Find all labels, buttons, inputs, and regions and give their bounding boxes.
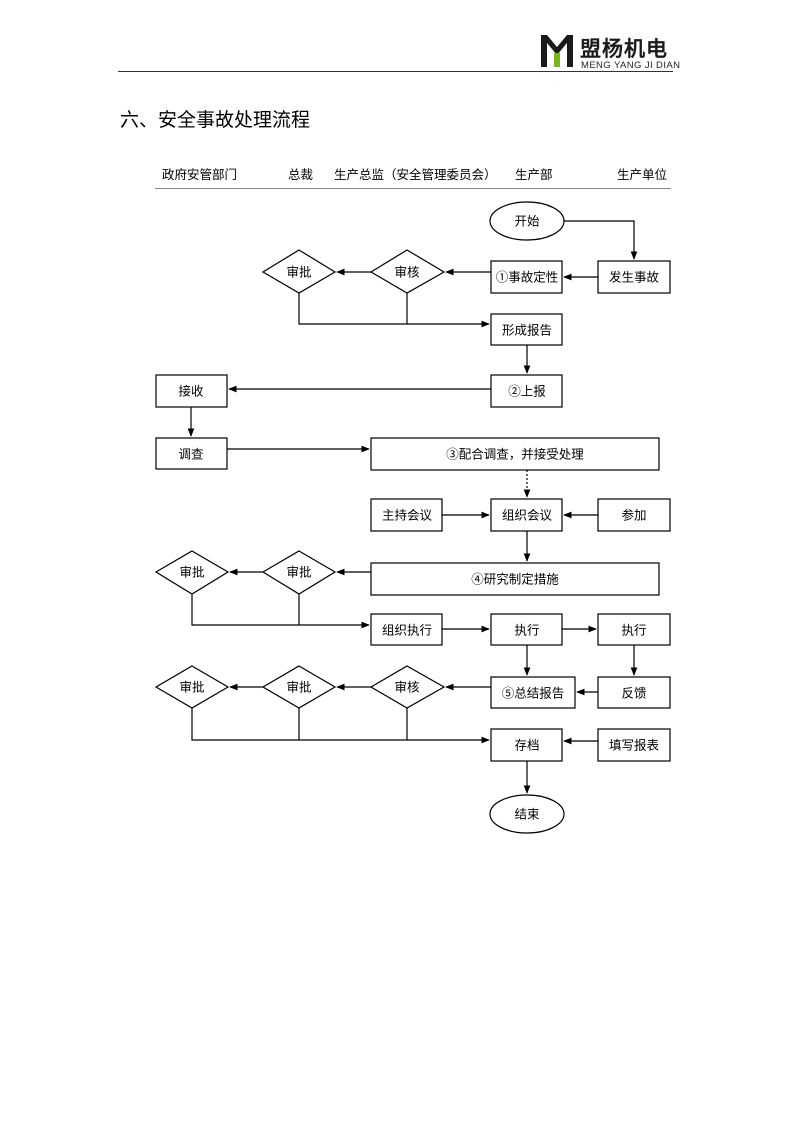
node-approve-3b-label: 审批	[286, 680, 311, 695]
node-archive-label: 存档	[514, 738, 539, 753]
node-attend-label: 参加	[621, 508, 646, 523]
node-org-execute	[370, 613, 443, 646]
lane-header-production-unit: 生产单位	[617, 167, 668, 182]
node-accident-label: 发生事故	[609, 270, 660, 285]
node-org-meeting	[490, 498, 563, 532]
node-summary	[490, 676, 576, 709]
node-archive	[490, 728, 563, 762]
node-approve-1-label: 审批	[286, 265, 311, 280]
node-execute-unit-label: 执行	[621, 623, 646, 638]
node-determine	[490, 260, 563, 294]
node-receive-label: 接收	[178, 384, 204, 399]
node-start-label: 开始	[514, 214, 540, 229]
logo-brand-name: 盟杨机电	[580, 37, 668, 61]
node-end-label: 结束	[514, 807, 540, 822]
node-feedback	[597, 676, 671, 709]
node-determine-label: ①事故定性	[496, 270, 559, 285]
lane-header-production-director: 生产总监（安全管理委员会）	[334, 167, 497, 182]
lane-header-production-dept: 生产部	[515, 167, 553, 182]
node-investigate-label: 调查	[178, 447, 204, 462]
node-fill-form	[597, 728, 671, 762]
node-org-execute-label: 组织执行	[382, 623, 432, 638]
node-review-1-label: 审核	[394, 265, 420, 280]
lane-header-divider	[155, 188, 671, 189]
page-title: 六、安全事故处理流程	[120, 109, 311, 131]
node-summary-label: ⑤总结报告	[502, 686, 565, 701]
edge-approve2a-orgexecute	[191, 594, 370, 629]
node-investigate	[155, 437, 228, 470]
edge-start-accident	[564, 220, 638, 260]
node-report-form-label: 形成报告	[502, 323, 552, 338]
node-execute-dept	[490, 613, 563, 646]
node-report-form	[490, 313, 563, 346]
node-approve-2b-label: 审批	[286, 565, 311, 580]
node-end	[489, 794, 565, 834]
node-approve-3a-label: 审批	[179, 680, 204, 695]
node-measures-label: ④研究制定措施	[471, 572, 559, 587]
node-review-3-label: 审核	[394, 680, 420, 695]
node-accident	[597, 260, 671, 294]
node-feedback-label: 反馈	[621, 686, 646, 701]
my-logo-mark	[541, 35, 573, 67]
edge-approve3a-archive	[191, 708, 490, 744]
node-host-meeting-label: 主持会议	[382, 508, 433, 523]
header-divider	[118, 71, 673, 72]
lane-header-president: 总裁	[288, 167, 314, 182]
node-org-meeting-label: 组织会议	[502, 508, 553, 523]
node-host-meeting	[370, 498, 443, 532]
node-approve-2a-label: 审批	[179, 565, 204, 580]
logo-brand-pinyin: MENG YANG JI DIAN	[581, 60, 681, 71]
node-execute-dept-label: 执行	[514, 623, 539, 638]
node-cooperate	[370, 437, 660, 471]
node-fill-form-label: 填写报表	[609, 738, 660, 753]
node-measures	[370, 562, 660, 596]
edge-approve1-report	[298, 293, 490, 328]
node-submit-label: ②上报	[508, 384, 546, 399]
node-submit	[490, 374, 563, 408]
node-attend	[597, 498, 671, 532]
node-cooperate-label: ③配合调查，并接受处理	[446, 447, 584, 462]
lane-header-government: 政府安管部门	[162, 167, 238, 182]
